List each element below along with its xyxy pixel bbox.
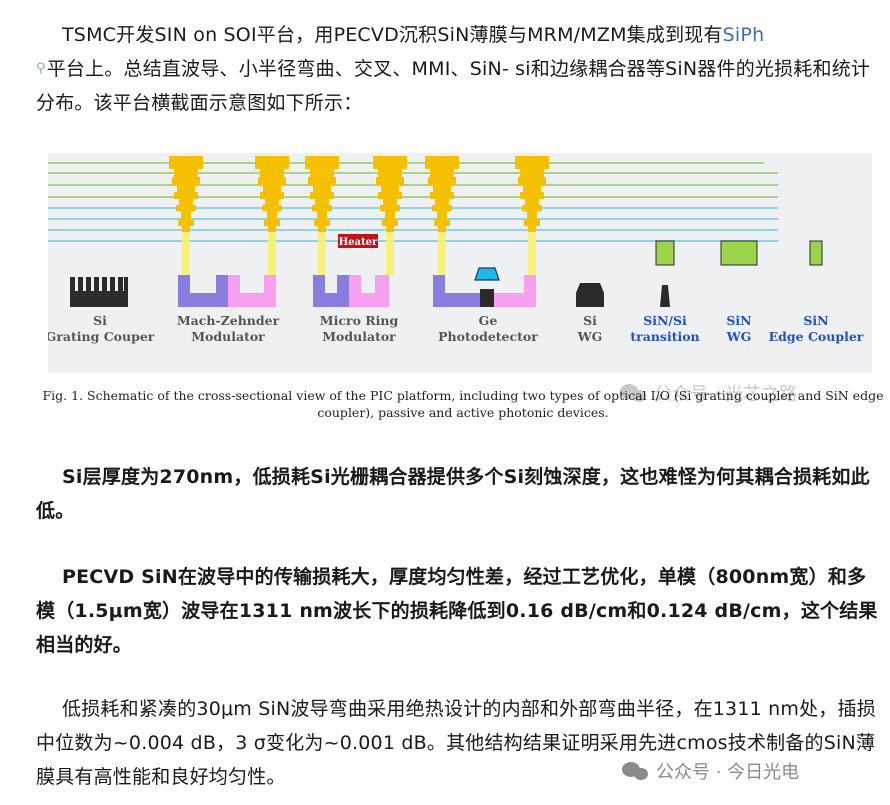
si-wg-shape: [576, 283, 604, 307]
label-siwg-2: WG: [577, 329, 603, 344]
figure-caption: Fig. 1. Schematic of the cross-sectional…: [42, 388, 884, 420]
label-grating-2: Grating Couper: [48, 329, 155, 344]
sin-wg-shape: [720, 240, 758, 266]
grating-teeth: [70, 277, 128, 291]
wechat-icon: [622, 760, 650, 782]
label-edge-1: SiN: [803, 313, 828, 328]
mrm-purple: [313, 275, 349, 307]
figure-watermark-text: 公众号 · 光芯之路: [654, 384, 798, 405]
metal-stack-6: [515, 156, 549, 232]
footer-watermark-text: 公众号 · 今日光电: [656, 762, 800, 783]
ge-purple: [433, 275, 480, 307]
label-sinwg-1: SiN: [726, 313, 751, 328]
footer-watermark: 公众号 · 今日光电: [622, 758, 799, 784]
paragraph-3: 低损耗和紧凑的30μm SiN波导弯曲采用绝热设计的内部和外部弯曲半径，在131…: [36, 692, 880, 794]
label-mrm-2: Modulator: [322, 329, 396, 344]
siph-link[interactable]: SiPh: [722, 24, 765, 46]
label-grating-1: Si: [93, 313, 107, 328]
label-siwg-1: Si: [583, 313, 597, 328]
edge-coupler-shape: [809, 240, 823, 266]
paragraph-2: PECVD SiN在波导中的传输损耗大，厚度均匀性差，经过工艺优化，单模（800…: [36, 560, 880, 662]
metal-stack-3: [305, 156, 339, 232]
paragraph-1-text: Si层厚度为270nm，低损耗Si光栅耦合器提供多个Si刻蚀深度，这也难怪为何其…: [36, 466, 870, 522]
figure-watermark: 公众号 · 光芯之路: [620, 380, 797, 406]
label-transition-2: transition: [630, 329, 699, 344]
metal-stack-4: [373, 156, 407, 232]
intro-paragraph: TSMC开发SIN on SOI平台，用PECVD沉积SiN薄膜与MRM/MZM…: [36, 18, 880, 120]
intro-text-b: 平台上。总结直波导、小半径弯曲、交叉、MMI、SiN- si和边缘耦合器等SiN…: [36, 58, 871, 114]
ge-cap: [474, 267, 500, 281]
intro-text-a: TSMC开发SIN on SOI平台，用PECVD沉积SiN薄膜与MRM/MZM…: [62, 24, 723, 46]
heater-label: Heater: [339, 237, 378, 248]
label-edge-2: Edge Coupler: [769, 329, 864, 344]
mzm-purple: [178, 275, 228, 307]
grating-base: [70, 291, 128, 307]
metal-stack-5: [425, 156, 459, 232]
label-ge-2: Photodetector: [438, 329, 538, 344]
paragraph-1: Si层厚度为270nm，低损耗Si光栅耦合器提供多个Si刻蚀深度，这也难怪为何其…: [36, 460, 880, 528]
label-ge-1: Ge: [479, 313, 498, 328]
label-mzm-1: Mach-Zehnder: [177, 313, 280, 328]
transition-sin: [655, 240, 675, 266]
heater-block: [338, 234, 378, 248]
mrm-pink: [349, 275, 389, 307]
paragraph-3-text: 低损耗和紧凑的30μm SiN波导弯曲采用绝热设计的内部和外部弯曲半径，在131…: [36, 698, 876, 788]
label-transition-1: SiN/Si: [643, 313, 687, 328]
metal-stack-2: [255, 156, 289, 232]
cross-section-svg: Heater Si Grating Cou: [46, 153, 872, 373]
via-group: [182, 232, 536, 275]
label-mzm-2: Modulator: [191, 329, 265, 344]
paragraph-2-text: PECVD SiN在波导中的传输损耗大，厚度均匀性差，经过工艺优化，单模（800…: [36, 566, 878, 656]
mzm-pink: [228, 275, 276, 307]
cross-section-figure: Heater Si Grating Cou: [46, 153, 872, 373]
ge-si-block: [480, 289, 494, 307]
search-icon[interactable]: ⚲: [36, 61, 46, 76]
metal-stack-1: [169, 156, 203, 232]
transition-si-taper: [660, 285, 670, 307]
wechat-icon: [620, 382, 648, 404]
label-mrm-1: Micro Ring: [320, 313, 399, 328]
label-sinwg-2: WG: [726, 329, 752, 344]
ge-pink: [494, 275, 536, 307]
